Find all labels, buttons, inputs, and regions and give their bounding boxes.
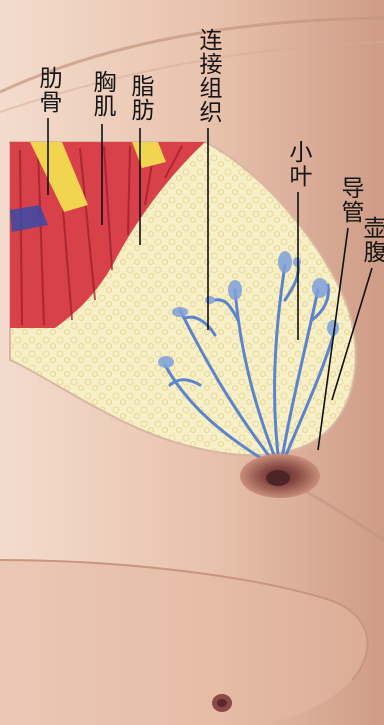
lower-nipple [212,694,232,712]
label-fat: 脂肪 [128,74,151,122]
label-ampulla: 壶腹 [360,216,383,264]
label-lobule: 小叶 [286,140,309,188]
nipple [266,470,290,486]
label-connective-tissue: 连接组织 [196,28,219,124]
label-rib: 肋骨 [36,66,59,114]
label-pectoralis: 胸肌 [90,70,113,118]
label-duct: 导管 [338,176,361,224]
